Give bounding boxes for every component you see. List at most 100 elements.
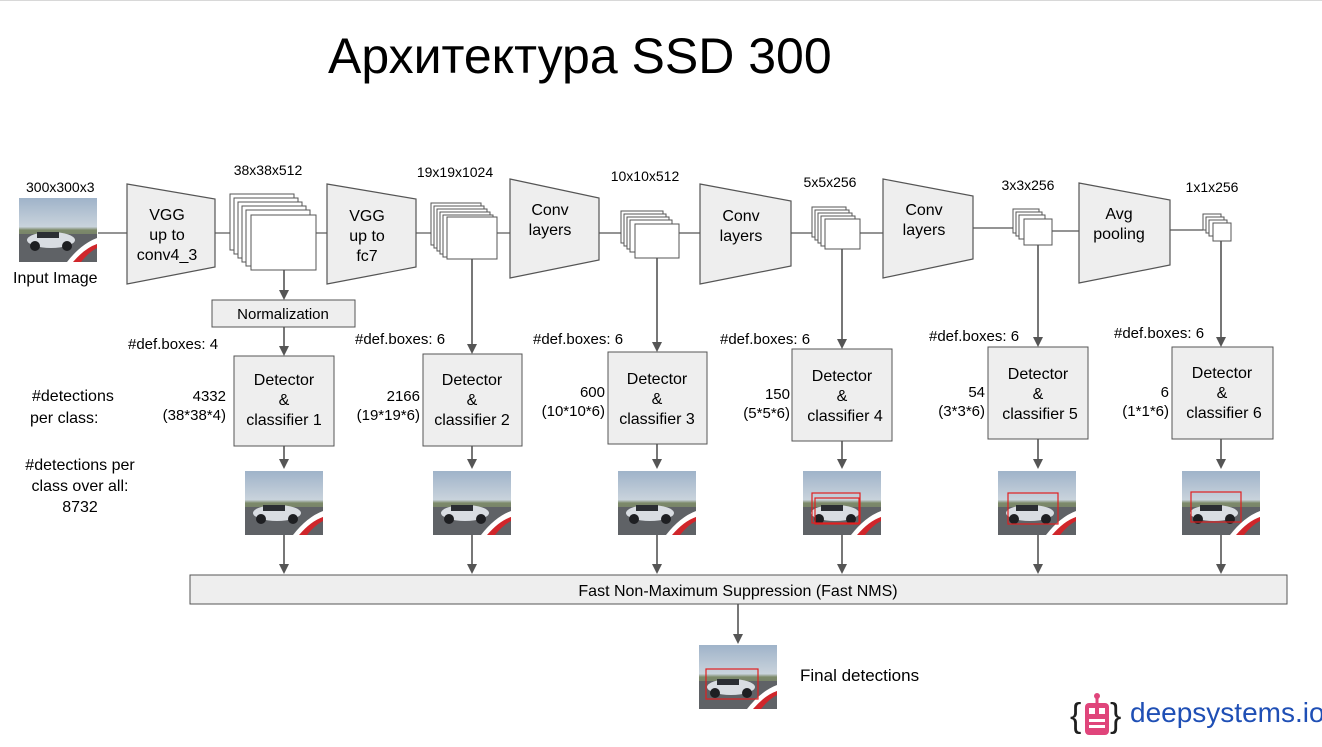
svg-text:Detector: Detector (1192, 365, 1253, 382)
trapezoid-conv-layers-1: Conv layers (509, 178, 600, 279)
svg-text:up to: up to (349, 228, 385, 245)
trapezoid-avg-pooling: Avg pooling (1078, 182, 1171, 284)
page-title: Архитектура SSD 300 (328, 28, 832, 84)
trapezoid-vgg-fc7: VGG up to fc7 (326, 183, 417, 285)
feature-map-3x3x256: 3x3x256 (1002, 177, 1055, 246)
detection-count: 6 (1161, 384, 1169, 401)
final-detections-label: Final detections (800, 666, 919, 685)
svg-text:VGG: VGG (349, 208, 385, 225)
brand-name: deepsystems.io (1130, 697, 1322, 728)
svg-text:Avg: Avg (1105, 206, 1132, 223)
svg-text:}: } (1110, 697, 1121, 735)
detection-result-image-6 (1182, 471, 1260, 535)
detections-overall-label: class over all: (32, 478, 129, 495)
svg-text:up to: up to (149, 227, 185, 244)
trapezoid-vgg-conv4_3: VGG up to conv4_3 (126, 183, 216, 285)
detection-result-image-4 (803, 471, 881, 535)
input-size-label: 300x300x3 (26, 179, 95, 195)
svg-text:&: & (1033, 386, 1044, 403)
def-boxes-label: #def.boxes: 6 (533, 331, 623, 348)
svg-text:Detector: Detector (1008, 366, 1069, 383)
def-boxes-label: #def.boxes: 6 (1114, 325, 1204, 342)
detection-formula: (38*38*4) (163, 407, 226, 424)
trapezoid-conv-layers-2: Conv layers (699, 183, 792, 285)
def-boxes-label: #def.boxes: 6 (929, 328, 1019, 345)
svg-text:classifier 4: classifier 4 (807, 408, 883, 425)
feature-map-label: 1x1x256 (1186, 179, 1239, 195)
feature-map-19x19x1024: 19x19x1024 (417, 164, 498, 260)
svg-text:Conv: Conv (905, 202, 942, 219)
svg-text:conv4_3: conv4_3 (137, 247, 198, 264)
svg-text:&: & (837, 388, 848, 405)
svg-text:{: { (1070, 697, 1081, 735)
feature-map-1x1x256: 1x1x256 (1186, 179, 1239, 242)
detection-result-image-1 (245, 471, 323, 535)
svg-text:classifier 2: classifier 2 (434, 412, 510, 429)
svg-text:classifier 5: classifier 5 (1002, 406, 1078, 423)
feature-map-label: 10x10x512 (611, 168, 680, 184)
detector-classifier-2: Detector & classifier 2 (422, 353, 523, 447)
feature-map-38x38x512: 38x38x512 (229, 162, 317, 271)
detector-classifier-6: Detector & classifier 6 (1171, 346, 1274, 440)
detection-formula: (5*5*6) (743, 405, 790, 422)
svg-text:Detector: Detector (442, 372, 503, 389)
svg-text:VGG: VGG (149, 207, 185, 224)
detections-per-class-label: #detections (32, 388, 114, 405)
def-boxes-label: #def.boxes: 4 (128, 336, 218, 353)
detection-formula: (19*19*6) (357, 407, 420, 424)
trapezoid-conv-layers-3: Conv layers (882, 178, 974, 279)
svg-text:classifier 6: classifier 6 (1186, 405, 1262, 422)
svg-text:&: & (467, 392, 478, 409)
detection-result-image-2 (433, 471, 511, 535)
feature-map-label: 38x38x512 (234, 162, 303, 178)
svg-text:&: & (652, 391, 663, 408)
svg-text:layers: layers (529, 222, 572, 239)
detection-count: 600 (580, 384, 605, 401)
detection-count: 4332 (193, 388, 226, 405)
detection-result-image-3 (618, 471, 696, 535)
detection-count: 150 (765, 386, 790, 403)
normalization-box: Normalization (211, 299, 356, 328)
detections-per-class-label: per class: (30, 410, 98, 427)
detection-formula: (10*10*6) (542, 403, 605, 420)
feature-map-label: 3x3x256 (1002, 177, 1055, 193)
svg-text:classifier 3: classifier 3 (619, 411, 695, 428)
svg-text:&: & (1217, 385, 1228, 402)
svg-text:Fast Non-Maximum Suppression (: Fast Non-Maximum Suppression (Fast NMS) (578, 583, 897, 600)
svg-text:Detector: Detector (627, 371, 688, 388)
svg-text:Normalization: Normalization (237, 306, 329, 323)
feature-map-10x10x512: 10x10x512 (611, 168, 680, 259)
svg-text:&: & (279, 392, 290, 409)
detection-result-image-5 (998, 471, 1076, 535)
def-boxes-label: #def.boxes: 6 (720, 331, 810, 348)
detections-overall-label: #detections per (25, 457, 135, 474)
detection-count: 54 (968, 384, 985, 401)
robot-logo-icon: { } (1070, 693, 1121, 735)
def-boxes-label: #def.boxes: 6 (355, 331, 445, 348)
svg-text:classifier 1: classifier 1 (246, 412, 322, 429)
svg-text:Conv: Conv (531, 202, 568, 219)
feature-map-label: 19x19x1024 (417, 164, 494, 180)
svg-text:fc7: fc7 (356, 248, 377, 265)
detector-classifier-1: Detector & classifier 1 (233, 355, 335, 447)
fast-nms-bar: Fast Non-Maximum Suppression (Fast NMS) (189, 574, 1288, 605)
svg-text:pooling: pooling (1093, 226, 1145, 243)
svg-text:Conv: Conv (722, 208, 759, 225)
final-detections-image (699, 645, 777, 709)
input-image-label: Input Image (13, 270, 98, 287)
input-image (19, 198, 97, 262)
svg-text:Detector: Detector (812, 368, 873, 385)
svg-text:Detector: Detector (254, 372, 315, 389)
svg-text:layers: layers (903, 222, 946, 239)
detections-overall-total: 8732 (62, 499, 98, 516)
detector-classifier-3: Detector & classifier 3 (607, 351, 708, 445)
svg-text:layers: layers (720, 228, 763, 245)
detection-formula: (3*3*6) (938, 403, 985, 420)
brand-logo: { } deepsystems.io (1070, 691, 1322, 741)
detection-count: 2166 (387, 388, 420, 405)
detection-formula: (1*1*6) (1122, 403, 1169, 420)
feature-map-5x5x256: 5x5x256 (804, 174, 861, 250)
feature-map-label: 5x5x256 (804, 174, 857, 190)
